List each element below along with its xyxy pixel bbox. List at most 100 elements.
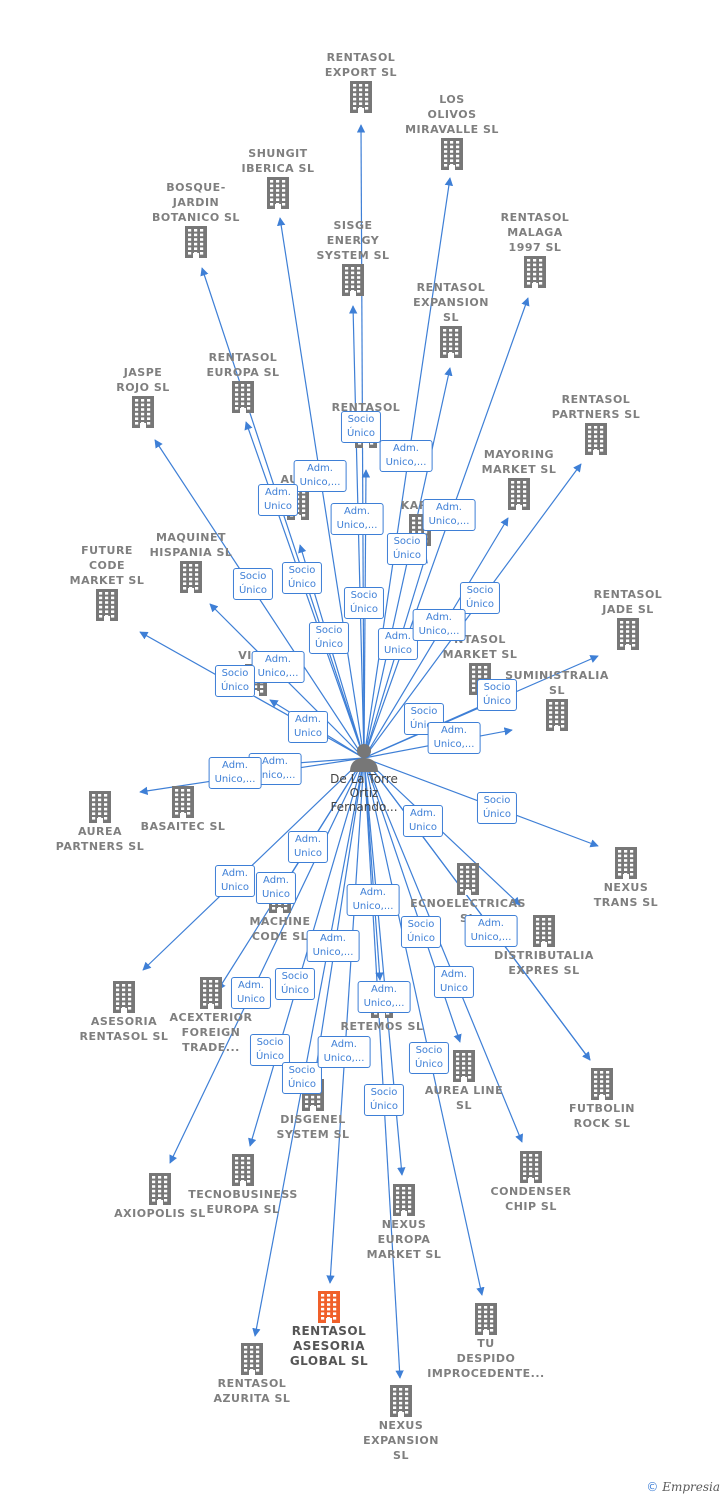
company-label: DISTRIBUTALIA EXPRES SL (494, 949, 594, 977)
company-label: RETEMOS SL (340, 1020, 424, 1033)
building-icon (180, 561, 202, 593)
copyright: © Empresia (646, 1480, 720, 1494)
company-label: RENTASOL ASESORIA GLOBAL SL (289, 1324, 369, 1368)
relation-badge[interactable]: Adm. Unico (257, 484, 299, 516)
relation-badge[interactable]: Adm. Unico (230, 977, 272, 1009)
company-node-nexus_europa[interactable]: NEXUS EUROPA MARKET SL (339, 1183, 469, 1262)
company-node-partners[interactable]: RENTASOL PARTNERS SL (531, 392, 661, 456)
building-icon (267, 177, 289, 209)
company-label: SUMINISTRALIA SL (505, 669, 609, 697)
relation-badge[interactable]: Adm. Unico,... (422, 499, 476, 531)
company-node-nexus_expansion[interactable]: NEXUS EXPANSION SL (336, 1384, 466, 1463)
relation-badge[interactable]: Adm. Unico (402, 805, 444, 837)
company-node-asesoria_rentasol[interactable]: ASESORIA RENTASOL SL (59, 980, 189, 1044)
relation-badge[interactable]: Adm. Unico,... (379, 440, 433, 472)
relation-badge[interactable]: Adm. Unico,... (208, 757, 262, 789)
company-node-nexus_trans[interactable]: NEXUS TRANS SL (561, 846, 691, 910)
company-node-malaga[interactable]: RENTASOL MALAGA 1997 SL (470, 210, 600, 289)
edge-asesoria_global (326, 757, 365, 1284)
relation-badge[interactable]: Adm. Unico,... (306, 930, 360, 962)
company-node-europa[interactable]: RENTASOL EUROPA SL (178, 350, 308, 414)
company-node-aurea_line[interactable]: AUREA LINE SL (399, 1049, 529, 1113)
company-label: RENTASOL EUROPA SL (206, 351, 280, 379)
company-node-suministralia[interactable]: SUMINISTRALIA SL (492, 668, 622, 732)
company-node-bosque[interactable]: BOSQUE- JARDIN BOTANICO SL (131, 180, 261, 259)
edge-nexus_expansion (363, 757, 404, 1379)
building-icon (524, 256, 546, 288)
relation-badge[interactable]: Socio Único (281, 1062, 323, 1094)
building-icon (132, 396, 154, 428)
building-icon (453, 1050, 475, 1082)
relation-badge[interactable]: Socio Único (281, 562, 323, 594)
relation-badge[interactable]: Adm. Unico,... (412, 609, 466, 641)
company-node-acexterior[interactable]: ACEXTERIOR FOREIGN TRADE... (146, 976, 276, 1055)
company-node-distributalia[interactable]: DISTRIBUTALIA EXPRES SL (479, 914, 609, 978)
company-label: MAQUINET HISPANIA SL (149, 531, 233, 559)
company-node-aurea_partners[interactable]: AUREA PARTNERS SL (35, 790, 165, 854)
relation-badge[interactable]: Socio Único (408, 1042, 450, 1074)
relation-badge[interactable]: Socio Único (400, 916, 442, 948)
building-icon (232, 381, 254, 413)
company-label: CONDENSER CHIP SL (490, 1185, 572, 1213)
building-icon (232, 1154, 254, 1186)
company-node-tecnobusiness[interactable]: TECNOBUSINESS EUROPA SL (178, 1153, 308, 1217)
edge-tu_despido (363, 757, 485, 1296)
company-node-tu_despido[interactable]: TU DESPIDO IMPROCEDENTE... (421, 1302, 551, 1381)
company-node-azurita[interactable]: RENTASOL AZURITA SL (187, 1342, 317, 1406)
person-node[interactable]: De La Torre Ortiz Fernando... (304, 742, 424, 814)
company-node-tecnoelectricas[interactable]: ECNOELECTRICAS SL (403, 862, 533, 926)
relation-badge[interactable]: Socio Único (232, 568, 274, 600)
relation-badge[interactable]: Socio Único (308, 622, 350, 654)
relation-badge[interactable]: Adm. Unico (255, 872, 297, 904)
company-node-expansion[interactable]: RENTASOL EXPANSION SL (386, 280, 516, 359)
company-label: RENTASOL (331, 401, 401, 414)
company-node-future[interactable]: FUTURE CODE MARKET SL (42, 543, 172, 622)
relation-badge[interactable]: Adm. Unico (433, 966, 475, 998)
relation-badge[interactable]: Adm. Unico,... (251, 651, 305, 683)
building-icon (149, 1173, 171, 1205)
person-icon (350, 744, 378, 772)
relation-badge[interactable]: Socio Único (274, 968, 316, 1000)
building-icon (342, 264, 364, 296)
relation-badge[interactable]: Adm. Unico,... (293, 460, 347, 492)
relation-badge[interactable]: Socio Único (459, 582, 501, 614)
company-node-asesoria_global[interactable]: RENTASOL ASESORIA GLOBAL SL (264, 1290, 394, 1369)
company-node-axiopolis[interactable]: AXIOPOLIS SL (95, 1172, 225, 1221)
relation-badge[interactable]: Socio Único (249, 1034, 291, 1066)
relation-badge[interactable]: Adm. Unico,... (317, 1036, 371, 1068)
relation-badge[interactable]: Adm. Unico,... (357, 981, 411, 1013)
relation-badge[interactable]: Adm. Unico (287, 711, 329, 743)
company-label: ACEXTERIOR FOREIGN TRADE... (169, 1011, 253, 1054)
relation-badge[interactable]: Socio Único (363, 1084, 405, 1116)
relation-badge[interactable]: Adm. Unico,... (427, 722, 481, 754)
company-node-olivos[interactable]: LOS OLIVOS MIRAVALLE SL (387, 92, 517, 171)
building-icon (89, 791, 111, 823)
company-node-shungit[interactable]: SHUNGIT IBERICA SL (213, 146, 343, 210)
company-label: NEXUS EXPANSION SL (363, 1419, 439, 1462)
relation-badge[interactable]: Adm. Unico,... (330, 503, 384, 535)
relation-badge[interactable]: Socio Único (340, 411, 382, 443)
company-node-condenser[interactable]: CONDENSER CHIP SL (466, 1150, 596, 1214)
company-node-jaspe[interactable]: JASPE ROJO SL (78, 365, 208, 429)
relation-badge[interactable]: Socio Único (386, 533, 428, 565)
company-node-maquinet[interactable]: MAQUINET HISPANIA SL (126, 530, 256, 594)
company-label: MACHINE CODE SL (249, 915, 311, 943)
company-node-sisge[interactable]: SISGE ENERGY SYSTEM SL (288, 218, 418, 297)
relation-badge[interactable]: Adm. Unico (377, 628, 419, 660)
relation-badge[interactable]: Adm. Unico,... (464, 915, 518, 947)
company-node-futbolin[interactable]: FUTBOLIN ROCK SL (537, 1067, 667, 1131)
relation-badge[interactable]: Socio Único (476, 679, 518, 711)
relation-badge[interactable]: Adm. Unico (214, 865, 256, 897)
relation-badge[interactable]: Socio Único (214, 665, 256, 697)
relation-badge[interactable]: Socio Único (476, 792, 518, 824)
company-node-mayoring[interactable]: MAYORING MARKET SL (454, 447, 584, 511)
relation-badge[interactable]: Socio Único (343, 587, 385, 619)
building-icon (617, 618, 639, 650)
company-node-jade[interactable]: RENTASOL JADE SL (563, 587, 693, 651)
relation-badge[interactable]: Adm. Unico,... (346, 884, 400, 916)
company-node-basaitec[interactable]: BASAITEC SL (118, 785, 248, 834)
building-icon (172, 786, 194, 818)
building-icon (350, 81, 372, 113)
relation-badge[interactable]: Adm. Unico (287, 831, 329, 863)
company-node-export[interactable]: RENTASOL EXPORT SL (296, 50, 426, 114)
